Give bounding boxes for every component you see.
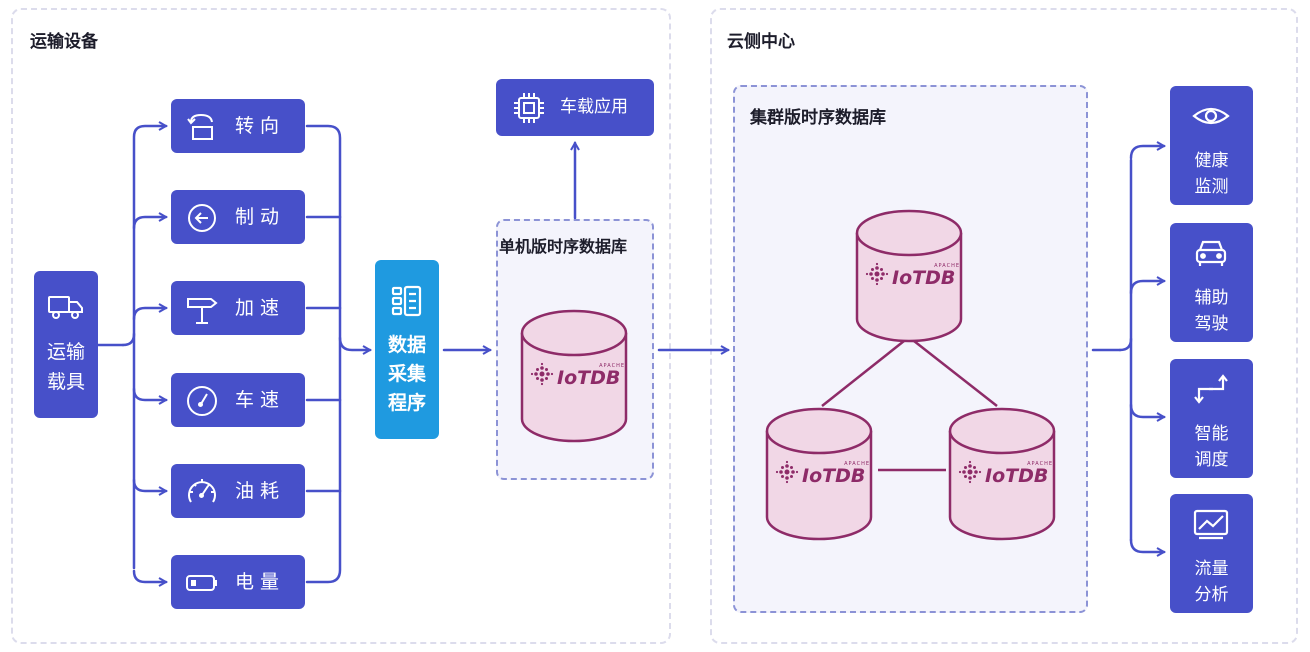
target-health-monitoring[interactable]: 健康 监测 [1170, 86, 1253, 205]
cluster-link-top-left [821, 340, 905, 407]
iotdb-logo: APACHE IoTDB [892, 263, 960, 289]
target-label-line1: 健康 [1194, 151, 1229, 171]
transport-device-title: 运输设备 [30, 32, 98, 52]
speed-gauge-icon [187, 386, 217, 416]
arrow-to-accel [132, 308, 166, 321]
sensor-label: 车速 [235, 389, 286, 411]
signpost-icon [187, 298, 218, 324]
sensor-battery[interactable]: 电量 [171, 555, 305, 609]
iotdb-logo: APACHE IoTDB [985, 461, 1053, 487]
transport-device-region [11, 8, 671, 644]
car-icon [1195, 240, 1227, 266]
target-traffic-analysis[interactable]: 流量 分析 [1170, 494, 1253, 613]
cloud-center-region [710, 8, 1298, 644]
arrow-to-speed [132, 387, 166, 400]
target-assisted-driving[interactable]: 辅助 驾驶 [1170, 223, 1253, 342]
iotdb-logo: APACHE IoTDB [802, 461, 870, 487]
collector-line2: 采集 [387, 363, 426, 385]
target-label-line1: 智能 [1194, 424, 1229, 444]
iotdb-logo: APACHE IoTDB [557, 363, 625, 389]
transport-vehicle-box[interactable]: 运输 载具 [34, 271, 98, 418]
sensor-label: 电量 [235, 571, 286, 593]
truck-icon [48, 296, 83, 319]
target-smart-dispatch[interactable]: 智能 调度 [1170, 359, 1253, 478]
target-label-line1: 辅助 [1194, 288, 1229, 308]
target-label-line2: 分析 [1194, 585, 1229, 605]
chart-icon [1193, 509, 1229, 540]
sensor-label: 转向 [235, 115, 286, 137]
sensor-accelerate[interactable]: 加速 [171, 281, 305, 335]
collector-line1: 数据 [387, 334, 426, 356]
route-arrows-icon [1194, 374, 1228, 404]
target-label-line2: 驾驶 [1194, 314, 1229, 334]
fuel-gauge-icon [188, 479, 216, 503]
arrow-to-steering [132, 126, 166, 139]
sensor-label: 油耗 [235, 480, 286, 502]
data-collection-program[interactable]: 数据 采集 程序 [375, 260, 439, 439]
target-label-line1: 流量 [1194, 559, 1229, 579]
eye-icon [1192, 107, 1230, 125]
document-list-icon [391, 285, 422, 317]
arrow-to-fuel [132, 478, 166, 491]
target-label-line2: 监测 [1194, 177, 1229, 197]
cluster-db-title: 集群版时序数据库 [750, 108, 886, 128]
chip-icon [514, 93, 544, 123]
arrow-to-traffic [1129, 538, 1164, 552]
collector-line3: 程序 [387, 392, 426, 414]
sensor-label: 制动 [235, 206, 286, 228]
steering-turn-icon [187, 113, 213, 140]
arrow-to-assist [1129, 281, 1164, 295]
sensor-speed[interactable]: 车速 [171, 373, 305, 427]
vehicle-app-label: 车载应用 [560, 97, 628, 117]
sensor-steering[interactable]: 转向 [171, 99, 305, 153]
standalone-db-title: 单机版时序数据库 [499, 237, 628, 256]
arrow-to-battery [132, 569, 166, 582]
sensor-label: 加速 [235, 297, 286, 319]
vehicle-app-box[interactable]: 车载应用 [496, 79, 654, 136]
battery-icon [186, 575, 217, 591]
cloud-center-title: 云侧中心 [727, 32, 795, 52]
sensor-fuel[interactable]: 油耗 [171, 464, 305, 518]
sensor-brake[interactable]: 制动 [171, 190, 305, 244]
brake-arrow-icon [188, 204, 216, 232]
arrow-to-dispatch [1129, 403, 1164, 417]
cluster-link-top-right [913, 340, 998, 407]
arrow-to-health [1129, 146, 1164, 160]
vehicle-label-line1: 运输 [46, 341, 85, 363]
arrow-to-brake [132, 217, 166, 230]
target-label-line2: 调度 [1194, 450, 1229, 470]
vehicle-label-line2: 载具 [46, 371, 85, 393]
